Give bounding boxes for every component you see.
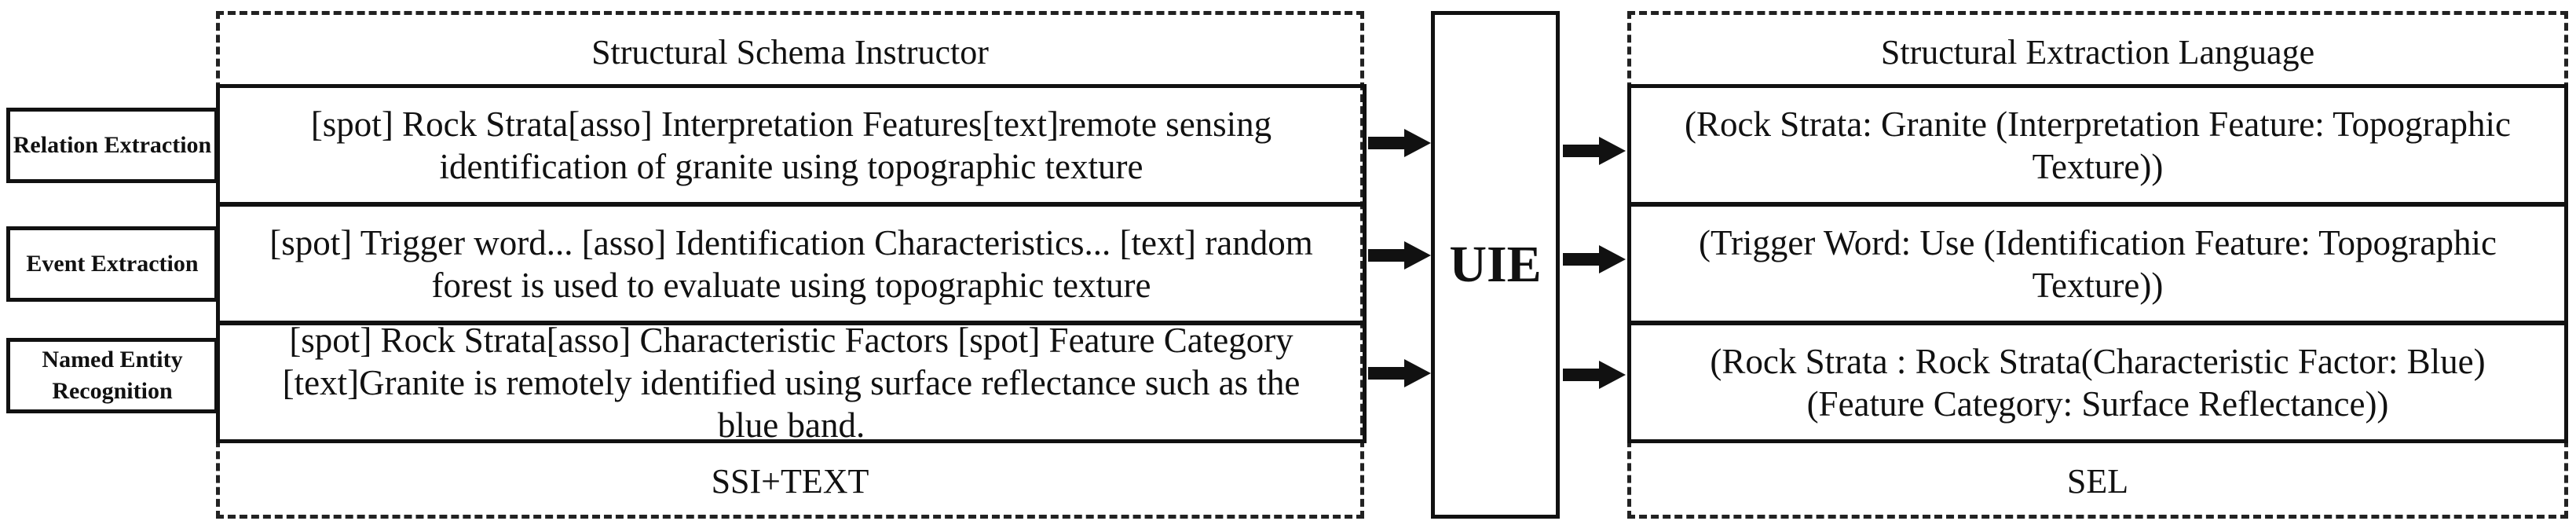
arrow-uie-to-ner-output — [1563, 361, 1626, 389]
ner-output-box: (Rock Strata : Rock Strata(Characteristi… — [1627, 321, 2568, 443]
relation-extraction-label: Relation Extraction — [6, 108, 218, 183]
ssi-panel-title: Structural Schema Instructor — [591, 32, 989, 72]
ssi-panel-footer: SSI+TEXT — [711, 461, 869, 501]
sel-panel-title: Structural Extraction Language — [1880, 32, 2315, 72]
event-output-box: (Trigger Word: Use (Identification Featu… — [1627, 203, 2568, 325]
event-input-box: [spot] Trigger word... [asso] Identifica… — [216, 203, 1367, 325]
arrow-relation-to-uie — [1368, 129, 1431, 157]
arrow-event-to-uie — [1368, 241, 1431, 270]
relation-output-box: (Rock Strata: Granite (Interpretation Fe… — [1627, 84, 2568, 206]
arrow-uie-to-relation-output — [1563, 137, 1626, 165]
uie-model-box: UIE — [1431, 11, 1560, 519]
arrow-uie-to-event-output — [1563, 245, 1626, 273]
sel-panel-footer: SEL — [2066, 461, 2129, 501]
arrow-ner-to-uie — [1368, 359, 1431, 387]
ner-label: Named Entity Recognition — [6, 338, 218, 413]
relation-input-box: [spot] Rock Strata[asso] Interpretation … — [216, 84, 1367, 206]
ner-input-box: [spot] Rock Strata[asso] Characteristic … — [216, 321, 1367, 445]
event-extraction-label: Event Extraction — [6, 226, 218, 302]
